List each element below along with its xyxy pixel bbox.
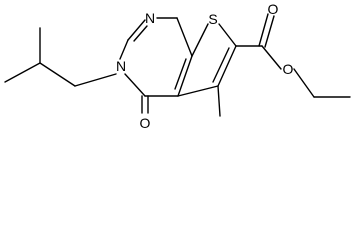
- bond-c6-c5: [217, 45, 237, 87]
- bond-cester-o-double-a: [258, 13, 269, 47]
- bond-c2-n1-double: [133, 25, 148, 42]
- bond-n3-c4: [124, 73, 146, 97]
- atom-label-n-ring: N: [116, 58, 126, 74]
- bond-cester-o-double-b: [264, 15, 275, 48]
- bond-c2-n3: [119, 39, 129, 60]
- atom-label-n-top: N: [145, 10, 155, 26]
- chemical-structure-diagram: N N S O O O: [4, 1, 351, 131]
- bond-c7a-s: [191, 23, 209, 57]
- bond-n3-ch2: [74, 73, 117, 87]
- bond-c4a-c7a: [177, 55, 193, 97]
- bond-c5-c4a: [177, 85, 219, 97]
- atom-label-s: S: [208, 11, 217, 27]
- atom-label-o-ester-single: O: [283, 61, 294, 77]
- bond-o-ch2: [293, 68, 315, 98]
- bond-c7a-c4a-inner: [174, 58, 187, 90]
- bond-cester-o-single: [261, 45, 282, 70]
- atom-label-o-ester-double: O: [268, 1, 279, 17]
- bond-ch-ch3-left: [4, 62, 41, 83]
- atom-label-o-carbonyl: O: [140, 115, 151, 131]
- bond-s-c6: [218, 23, 237, 47]
- bond-c6-c5-double: [212, 47, 230, 83]
- bond-c2-n1: [127, 19, 146, 41]
- bond-n1-c7a-link: [176, 17, 193, 57]
- bond-c5-methyl: [217, 85, 221, 117]
- bond-ch2-ch: [39, 62, 76, 87]
